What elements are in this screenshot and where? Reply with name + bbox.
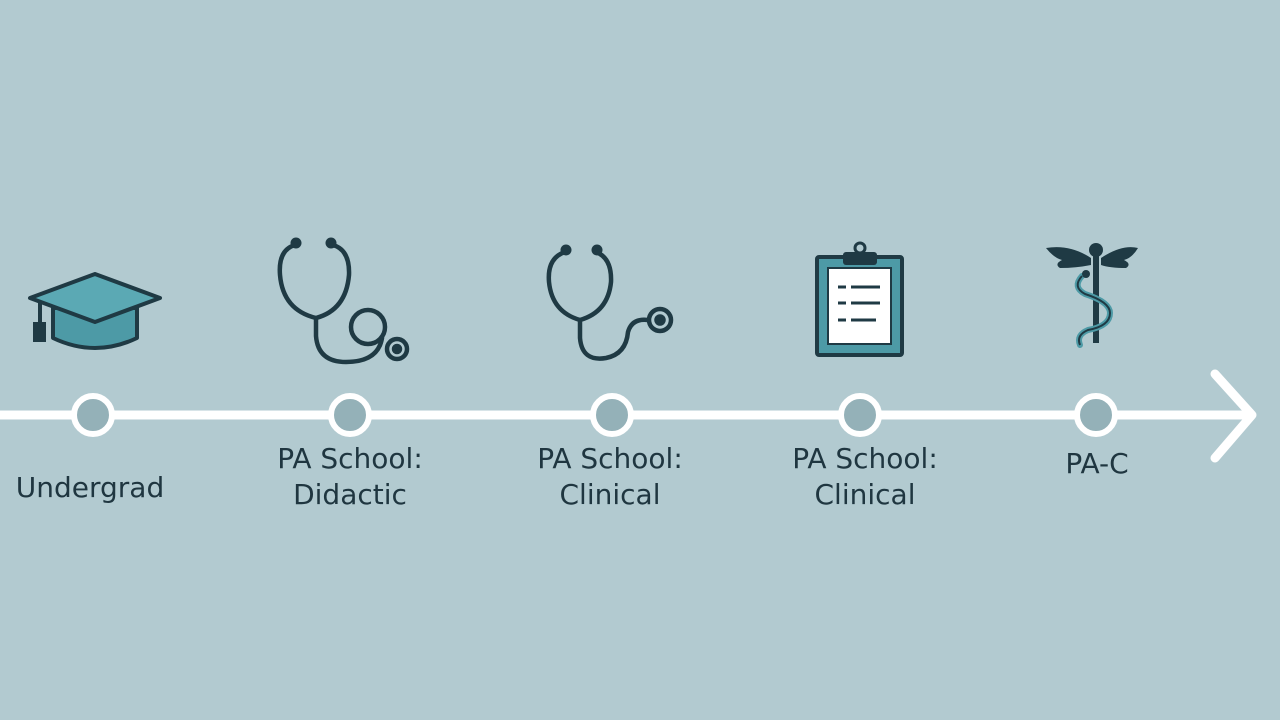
clipboard-icon: [815, 241, 904, 357]
stage-label-pa-c: PA-C: [1065, 446, 1128, 482]
stage-label-line: Clinical: [814, 478, 916, 511]
stage-label-clinical-1: PA School: Clinical: [537, 441, 683, 513]
stage-label-line: PA School:: [792, 442, 938, 475]
stage-label-line: Didactic: [293, 478, 407, 511]
timeline-node-pa-c: [1074, 393, 1118, 437]
stage-label-line: Undergrad: [15, 471, 165, 504]
stethoscope-icon: [546, 249, 674, 361]
stage-label-clinical-2: PA School: Clinical: [792, 441, 938, 513]
timeline-node-clinical-1: [590, 393, 634, 437]
timeline-node-clinical-2: [838, 393, 882, 437]
timeline-node-undergrad: [71, 393, 115, 437]
graduation-cap-icon: [28, 272, 162, 350]
timeline-arrowhead: [1210, 369, 1257, 463]
stage-label-line: PA-C: [1065, 447, 1129, 480]
stage-label-undergrad: Undergrad: [16, 470, 164, 506]
timeline-node-didactic: [328, 393, 372, 437]
caduceus-icon: [1046, 243, 1138, 348]
stage-label-line: PA School:: [277, 442, 423, 475]
stage-label-didactic: PA School: Didactic: [277, 441, 423, 513]
stethoscope-icon: [277, 242, 410, 365]
stage-label-line: Clinical: [559, 478, 661, 511]
stage-label-line: PA School:: [537, 442, 683, 475]
